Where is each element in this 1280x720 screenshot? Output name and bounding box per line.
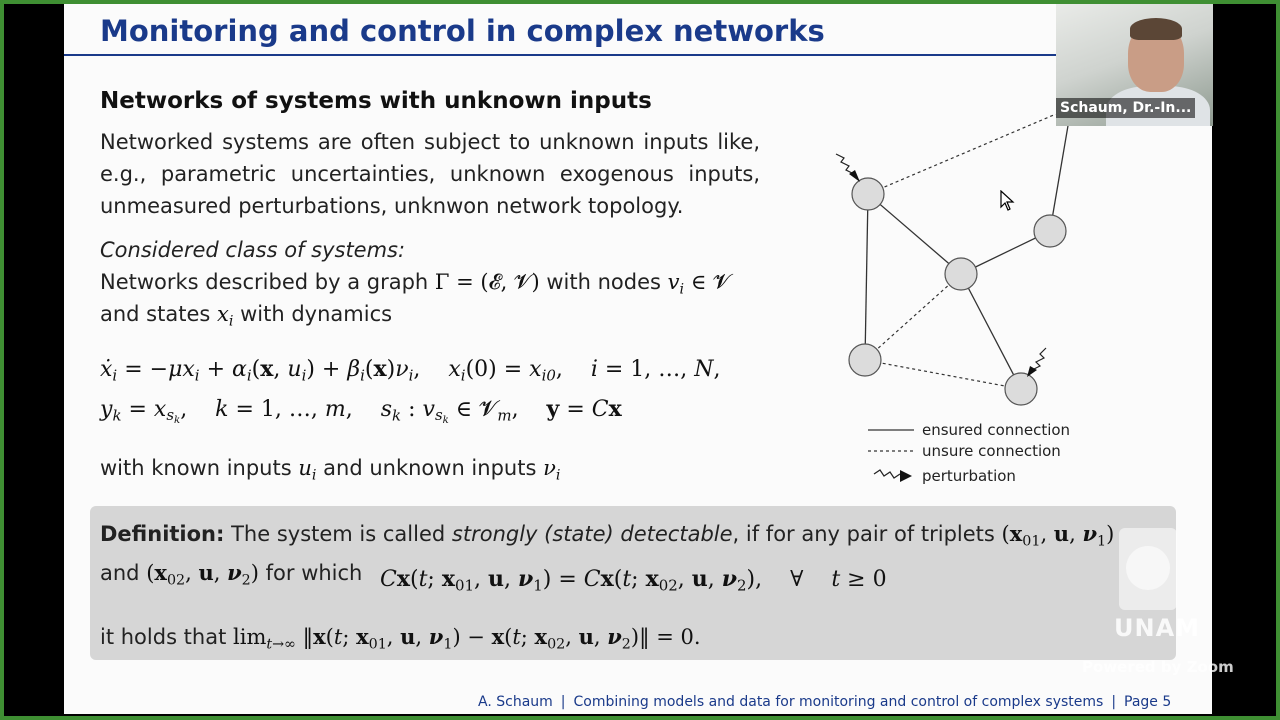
states-text-2: with dynamics bbox=[240, 302, 393, 326]
dynamics-equation: ẋi = −μxi + αi(x, ui) + βi(x)νi, xi(0) =… bbox=[100, 356, 721, 385]
known-input-symbol: ui bbox=[298, 456, 317, 484]
graph-formula: Γ = (𝓔, 𝓥) bbox=[434, 270, 540, 294]
edge-unsure bbox=[864, 273, 962, 361]
powered-by-zoom-label: Powered by Zoom bbox=[1082, 658, 1234, 676]
edge-ensured bbox=[867, 193, 962, 275]
legend-perturbation-line bbox=[873, 469, 901, 479]
definition-text: Definition: The system is called strongl… bbox=[100, 518, 1166, 597]
network-graph: ensured connection unsure connection per… bbox=[835, 114, 1071, 485]
intro-paragraph: Networked systems are often subject to u… bbox=[100, 130, 760, 218]
title-divider bbox=[64, 54, 1064, 56]
footer-author: A. Schaum bbox=[478, 694, 553, 710]
presentation-slide: Monitoring and control in complex networ… bbox=[64, 4, 1212, 714]
legend-perturbation-label: perturbation bbox=[922, 467, 1016, 485]
graph-node bbox=[944, 257, 978, 291]
mouse-cursor-icon bbox=[1000, 190, 1015, 211]
node-formula: vi ∈ 𝓥 bbox=[667, 270, 731, 298]
participant-video-thumbnail[interactable]: Schaum, Dr.-In... bbox=[1056, 4, 1213, 126]
definition-box: Definition: The system is called strongl… bbox=[90, 506, 1176, 660]
networks-text-1: Networks described by a graph bbox=[100, 270, 429, 294]
perturbation-arrow bbox=[1031, 347, 1047, 371]
networks-description: Networks described by a graph Γ = (𝓔, 𝓥)… bbox=[100, 266, 730, 305]
states-description: and states xi with dynamics bbox=[100, 298, 392, 337]
unknown-input-symbol: νi bbox=[543, 456, 561, 484]
definition-italic: strongly (state) detectable bbox=[451, 522, 733, 546]
graph-node bbox=[851, 177, 885, 211]
perturbation-arrowhead bbox=[1027, 366, 1037, 377]
graph-node bbox=[1004, 372, 1038, 406]
state-symbol: xi bbox=[217, 302, 234, 330]
states-text-1: and states bbox=[100, 302, 211, 326]
definition-label: Definition: bbox=[100, 522, 225, 546]
definition-holds-text: it holds that bbox=[100, 625, 227, 649]
perturbation-arrow bbox=[835, 153, 855, 175]
participant-hair bbox=[1130, 18, 1182, 40]
triplet-2: (x02, u, ν2) bbox=[146, 560, 259, 589]
footer-page: Page 5 bbox=[1124, 694, 1172, 710]
slide-footer: A. Schaum|Combining models and data for … bbox=[478, 694, 1172, 710]
considered-class-label: Considered class of systems: bbox=[100, 238, 406, 262]
edge-ensured bbox=[864, 193, 869, 361]
unknown-inputs-text: and unknown inputs bbox=[323, 456, 537, 480]
definition-equation: Cx(t; x01, u, ν1) = Cx(t; x02, u, ν2), ∀… bbox=[380, 566, 887, 595]
networks-text-2: with nodes bbox=[546, 270, 661, 294]
edge-unsure bbox=[864, 359, 1022, 390]
known-inputs-text: with known inputs bbox=[100, 456, 292, 480]
legend-ensured-label: ensured connection bbox=[922, 421, 1070, 439]
edge-ensured bbox=[1049, 114, 1071, 232]
graph-node bbox=[1033, 214, 1067, 248]
graph-node bbox=[848, 343, 882, 377]
limit-formula: limt→∞ ‖x(t; x01, u, ν1) − x(t; x02, u, … bbox=[233, 624, 701, 653]
legend-perturbation-arrowhead bbox=[900, 470, 912, 482]
legend-unsure-label: unsure connection bbox=[922, 442, 1061, 460]
definition-text-2: , if for any pair of triplets bbox=[732, 522, 995, 546]
slide-title: Monitoring and control in complex networ… bbox=[100, 14, 825, 48]
unam-logo-icon bbox=[1119, 528, 1177, 610]
inputs-description: with known inputs ui and unknown inputs … bbox=[100, 452, 560, 491]
output-equation: yk = xsk, k = 1, …, m, sk : vsk ∈ 𝓥m, y … bbox=[100, 396, 622, 427]
definition-text-4: for which bbox=[265, 561, 363, 586]
participant-name-label: Schaum, Dr.-In... bbox=[1056, 98, 1196, 118]
footer-talk-title: Combining models and data for monitoring… bbox=[573, 694, 1104, 710]
edge-ensured bbox=[960, 273, 1022, 390]
definition-text-3: and bbox=[100, 561, 140, 586]
definition-text-1: The system is called bbox=[231, 522, 446, 546]
perturbation-arrowhead bbox=[849, 170, 860, 182]
unam-watermark-text: UNAM bbox=[1114, 614, 1201, 642]
edge-unsure bbox=[867, 114, 1057, 195]
definition-limit: it holds that limt→∞ ‖x(t; x01, u, ν1) −… bbox=[100, 624, 701, 652]
section-heading: Networks of systems with unknown inputs bbox=[100, 88, 652, 114]
triplet-1: (x01, u, ν1) bbox=[1001, 521, 1115, 550]
